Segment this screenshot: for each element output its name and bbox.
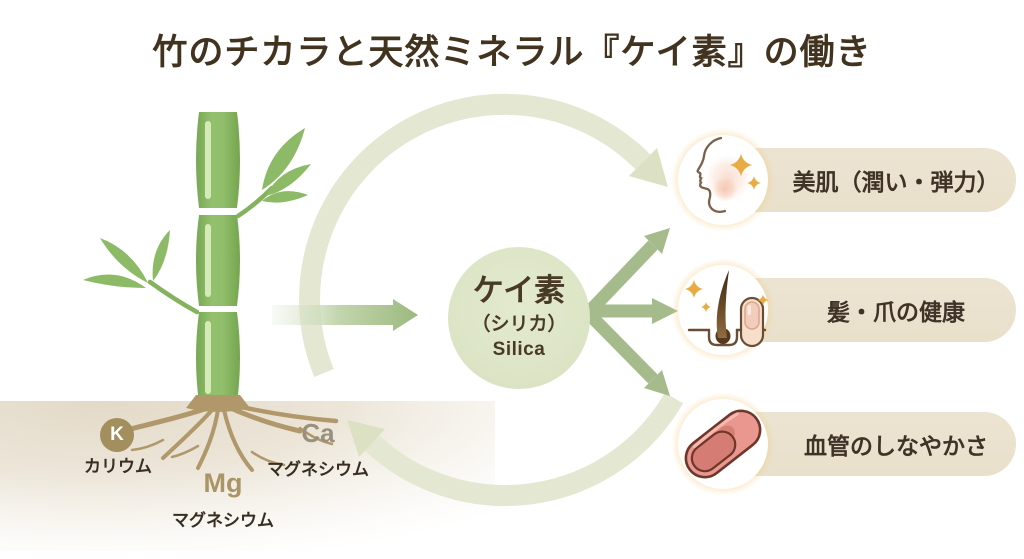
face-sparkle-icon bbox=[665, 122, 781, 238]
silica-to-benefits-arrows-icon bbox=[583, 228, 678, 396]
cycle-arc-bottom-icon bbox=[347, 392, 684, 507]
benefit-blood-vessels: 血管のしなやかさ bbox=[665, 386, 1016, 502]
potassium-symbol: K bbox=[110, 424, 124, 445]
benefit-skin: 美肌（潤い・弾力） bbox=[665, 122, 1016, 238]
blood-vessel-icon bbox=[665, 386, 781, 502]
silica-circle: ケイ素 （シリカ） Silica bbox=[448, 247, 590, 389]
benefit-hair-nails: 髪・爪の健康 bbox=[665, 252, 1016, 368]
silica-title: ケイ素 bbox=[472, 272, 566, 308]
silica-subtitle: （シリカ） bbox=[471, 314, 567, 336]
benefit-blood-vessels-label: 血管のしなやかさ bbox=[804, 433, 988, 459]
page-title: 竹のチカラと天然ミネラル『ケイ素』の働き bbox=[152, 33, 872, 72]
magnesium-symbol: Mg bbox=[203, 468, 243, 498]
bamboo-to-silica-arrow-icon bbox=[272, 299, 418, 331]
bamboo-leaves-icon bbox=[83, 128, 311, 315]
silica-latin: Silica bbox=[492, 339, 546, 361]
calcium-symbol: Ca bbox=[301, 418, 335, 448]
cycle-arc-top-icon bbox=[299, 93, 668, 377]
potassium-badge: K bbox=[100, 418, 134, 452]
benefit-hair-nails-label: 髪・爪の健康 bbox=[827, 299, 965, 325]
benefit-skin-label: 美肌（潤い・弾力） bbox=[792, 169, 1000, 195]
potassium-name: カリウム bbox=[84, 457, 152, 476]
bamboo-roots-icon bbox=[111, 395, 339, 472]
hair-nail-icon bbox=[665, 252, 781, 368]
calcium-name-label: マグネシウム bbox=[267, 460, 369, 479]
magnesium-name-label: マグネシウム bbox=[172, 511, 274, 530]
bamboo-stalk-icon bbox=[196, 112, 240, 403]
